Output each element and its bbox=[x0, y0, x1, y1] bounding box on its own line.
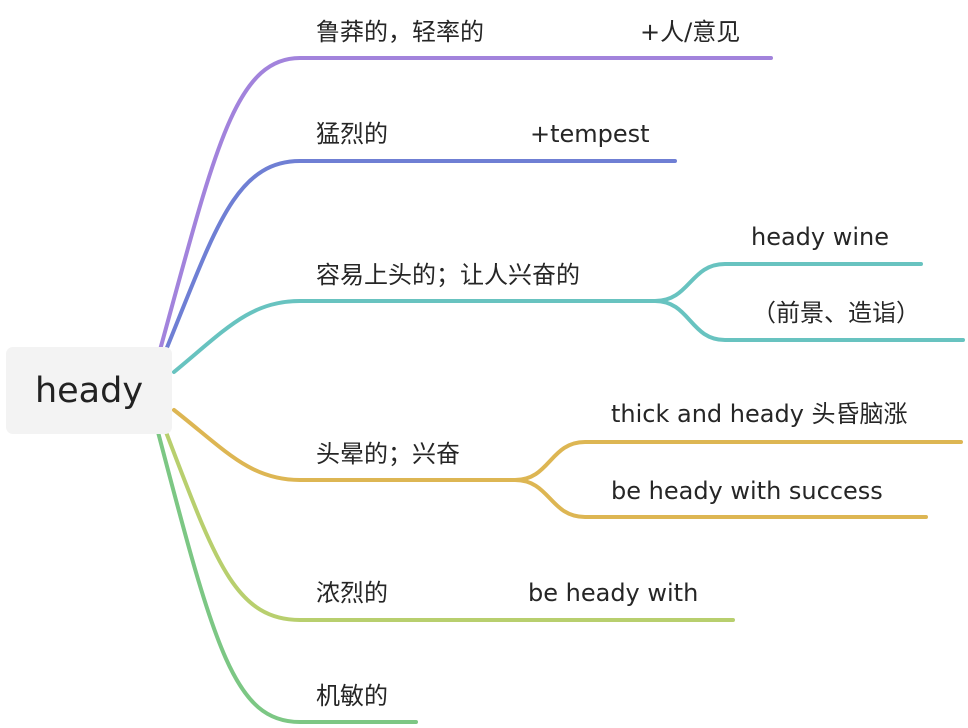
sub-connector-4-1 bbox=[513, 440, 963, 482]
root-node[interactable]: heady bbox=[6, 347, 172, 434]
branch-connector-4 bbox=[172, 408, 517, 482]
sub-connector-4-2 bbox=[513, 478, 928, 519]
branch-connector-5 bbox=[164, 430, 735, 622]
branch-label-violent[interactable]: 猛烈的 bbox=[316, 120, 388, 148]
branch-label-reckless[interactable]: 鲁莽的，轻率的 bbox=[316, 18, 484, 46]
sub-label-heady-with-success[interactable]: be heady with success bbox=[611, 477, 883, 505]
sub-label-thick-and-heady[interactable]: thick and heady 头昏脑涨 bbox=[611, 400, 908, 428]
root-label: heady bbox=[34, 370, 144, 411]
branch-label-intoxicating[interactable]: 容易上头的；让人兴奋的 bbox=[316, 261, 580, 289]
branch-label-strong[interactable]: 浓烈的 bbox=[316, 579, 388, 607]
branch-note-strong: be heady with bbox=[528, 579, 699, 607]
branch-note-reckless: +人/意见 bbox=[640, 18, 741, 46]
sub-label-prospects[interactable]: （前景、造诣） bbox=[752, 299, 920, 327]
branch-connector-3 bbox=[172, 299, 657, 374]
branch-connector-1 bbox=[158, 56, 773, 352]
sub-connector-3-2 bbox=[653, 299, 965, 342]
sub-connector-3-1 bbox=[653, 262, 923, 303]
branch-note-violent: +tempest bbox=[530, 120, 650, 148]
branch-connector-6 bbox=[156, 430, 418, 724]
branch-label-dizzy[interactable]: 头晕的；兴奋 bbox=[316, 440, 460, 468]
sub-label-heady-wine[interactable]: heady wine bbox=[751, 223, 890, 251]
branch-connector-2 bbox=[164, 159, 677, 352]
branch-label-shrewd[interactable]: 机敏的 bbox=[316, 682, 388, 710]
